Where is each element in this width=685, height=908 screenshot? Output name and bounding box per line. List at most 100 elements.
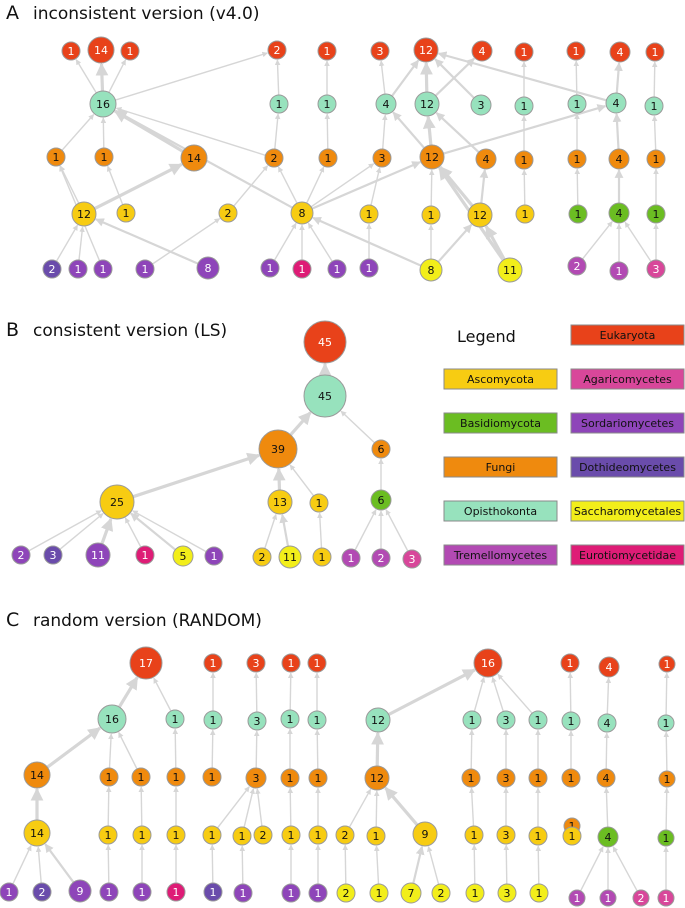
edge-c_f15-to-c_o12 (603, 732, 610, 770)
node-circle (365, 707, 391, 733)
node-count: 14 (187, 152, 201, 165)
node-circle (258, 429, 298, 469)
legend-swatch (570, 500, 685, 522)
edge-b_l12-to-b_b1 (385, 509, 409, 552)
edge-c_o2-to-c_e1 (153, 677, 172, 712)
node-c_e2: 1 (203, 653, 223, 673)
node-circle (528, 826, 548, 846)
node-circle (166, 825, 186, 845)
node-a_e3: 1 (120, 41, 140, 61)
node-circle (372, 148, 392, 168)
node-count: 11 (91, 549, 105, 562)
node-circle (461, 768, 481, 788)
node-circle (89, 90, 117, 118)
node-count: 2 (342, 829, 349, 842)
node-circle (597, 713, 617, 733)
node-count: 8 (428, 264, 435, 277)
node-circle (529, 883, 549, 903)
node-circle (568, 204, 588, 224)
node-count: 1 (173, 771, 180, 784)
node-circle (46, 147, 66, 167)
legend-item: Sordariomycetes (570, 412, 685, 434)
node-count: 1 (605, 892, 612, 905)
edge-a_o9-to-a_e11 (614, 62, 623, 94)
node-circle (264, 148, 284, 168)
node-c_f7: 1 (280, 768, 300, 788)
node-a_f6: 3 (372, 148, 392, 168)
node-circle (99, 767, 119, 787)
node-circle (657, 714, 675, 732)
node-a_o1: 16 (89, 90, 117, 118)
node-circle (644, 96, 664, 116)
edge-a_f6-to-a_o4 (382, 114, 388, 150)
node-count: 12 (425, 151, 439, 164)
node-c_e1: 17 (129, 646, 163, 680)
node-a_l10: 8 (419, 258, 443, 282)
edge-c_o13-to-c_e9 (663, 672, 670, 716)
edge-c_a11-to-c_f9 (373, 790, 380, 828)
node-circle (85, 542, 111, 568)
edge-a_f1-to-a_o1 (61, 114, 95, 151)
panel-c-title: random version (RANDOM) (33, 611, 262, 631)
node-count: 1 (651, 100, 658, 113)
node-a_o6: 3 (470, 94, 492, 116)
node-count: 3 (253, 772, 260, 785)
node-c_l4: 1 (99, 882, 119, 902)
node-circle (166, 882, 186, 902)
edge-c_l15-to-c_a13 (471, 844, 478, 885)
legend-item: Eurotiomycetidae (570, 544, 685, 566)
node-circle (97, 704, 127, 734)
node-count: 1 (568, 715, 575, 728)
node-a_l14: 3 (646, 259, 666, 279)
legend-label: Fungi (486, 461, 516, 474)
node-circle (68, 879, 92, 903)
node-circle (561, 768, 581, 788)
node-count: 2 (18, 549, 25, 562)
node-circle (23, 819, 51, 847)
node-circle (597, 826, 619, 848)
node-count: 4 (479, 45, 486, 58)
node-count: 1 (468, 772, 475, 785)
node-a_e8: 4 (471, 40, 493, 62)
node-a_l13: 1 (609, 261, 629, 281)
edge-c_a10-to-c_f9 (348, 788, 372, 828)
node-circle (245, 767, 267, 789)
node-c_a12: 9 (412, 821, 438, 847)
node-circle (61, 41, 81, 61)
node-a_a7: 12 (467, 202, 493, 228)
node-count: 1 (535, 714, 542, 727)
legend-label: Opisthokonta (464, 505, 537, 518)
node-c_f16: 1 (658, 770, 676, 788)
node-c_o6: 1 (307, 710, 327, 730)
edge-c_f5-to-c_o3 (209, 729, 216, 769)
node-c_a15: 1 (528, 826, 548, 846)
edge-c_a13-to-c_f10 (468, 787, 475, 827)
node-count: 8 (205, 262, 212, 275)
node-c_f15: 4 (596, 768, 616, 788)
node-count: 2 (638, 892, 645, 905)
node-a_a6: 1 (421, 205, 441, 225)
node-count: 1 (568, 772, 575, 785)
edge-a_a4-to-a_f4 (277, 166, 298, 204)
node-count: 1 (210, 657, 217, 670)
node-count: 2 (225, 207, 232, 220)
edge-a_o4-to-a_e7 (391, 59, 420, 97)
node-circle (203, 882, 223, 902)
node-a_f7: 12 (419, 144, 445, 170)
legend-swatch (570, 544, 685, 566)
node-c_a5: 1 (202, 825, 222, 845)
node-c_o5: 1 (280, 709, 300, 729)
legend-label: Agaricomycetes (583, 373, 672, 386)
node-circle (497, 257, 523, 283)
edge-a_a6-to-a_f7 (428, 169, 435, 207)
node-count: 1 (348, 552, 355, 565)
node-count: 1 (536, 887, 543, 900)
node-circle (562, 826, 582, 846)
node-count: 1 (123, 207, 130, 220)
node-circle (421, 205, 441, 225)
node-circle (515, 204, 535, 224)
edge-b_l7-to-b_a2 (264, 513, 278, 549)
node-a_e7: 12 (413, 37, 439, 63)
node-count: 1 (569, 830, 576, 843)
